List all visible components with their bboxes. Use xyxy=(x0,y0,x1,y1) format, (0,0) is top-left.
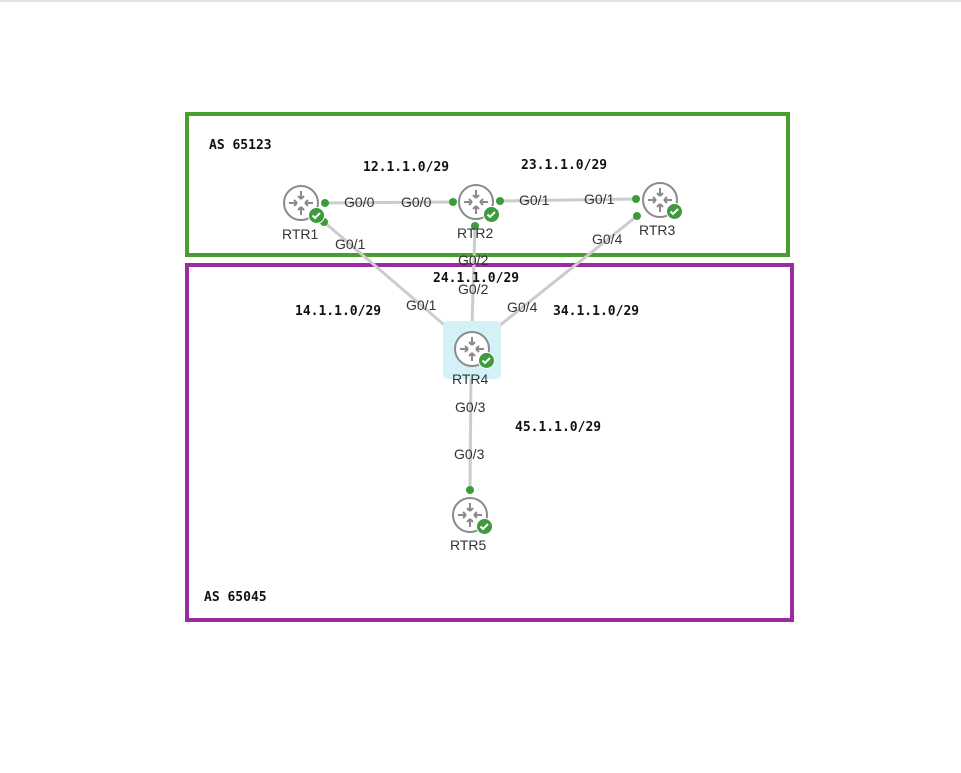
interface-label: G0/1 xyxy=(406,297,437,313)
top-divider xyxy=(0,0,961,2)
rtr2-label: RTR2 xyxy=(457,225,494,241)
interface-label: G0/1 xyxy=(519,192,550,208)
rtr4-label: RTR4 xyxy=(452,371,489,387)
port-dot xyxy=(321,199,329,207)
subnet-label: 34.1.1.0/29 xyxy=(553,304,640,319)
subnet-label: 23.1.1.0/29 xyxy=(521,158,608,173)
interface-label: G0/2 xyxy=(458,252,489,268)
subnet-label: 12.1.1.0/29 xyxy=(363,160,450,175)
link-rtr2-rtr3 xyxy=(499,197,637,203)
interface-label: G0/0 xyxy=(401,194,432,210)
interface-label: G0/4 xyxy=(507,299,538,315)
interface-label: G0/3 xyxy=(455,399,486,415)
rtr5-label: RTR5 xyxy=(450,537,487,553)
rtr5-status-check-icon xyxy=(476,518,493,535)
as-65045-boundary xyxy=(185,263,794,622)
subnet-label: 14.1.1.0/29 xyxy=(295,304,382,319)
rtr1-status-check-icon xyxy=(308,207,325,224)
port-dot xyxy=(471,222,479,230)
rtr3-label: RTR3 xyxy=(639,222,676,238)
port-dot xyxy=(632,195,640,203)
port-dot xyxy=(449,198,457,206)
link-rtr1-rtr2 xyxy=(324,200,454,205)
link-rtr1-rtr4 xyxy=(323,220,450,331)
port-dot xyxy=(633,212,641,220)
port-dot xyxy=(496,197,504,205)
as-65123-boundary xyxy=(185,112,790,257)
rtr1-label: RTR1 xyxy=(282,226,319,242)
link-rtr3-rtr4 xyxy=(493,214,638,332)
rtr3-status-check-icon xyxy=(666,203,683,220)
rtr2-status-check-icon xyxy=(483,206,500,223)
interface-label: G0/3 xyxy=(454,446,485,462)
interface-label: G0/4 xyxy=(592,231,623,247)
link-rtr4-rtr5 xyxy=(468,371,473,491)
interface-label: G0/1 xyxy=(584,191,615,207)
interface-label: G0/2 xyxy=(458,281,489,297)
subnet-label: 24.1.1.0/29 xyxy=(433,271,520,286)
subnet-label: 45.1.1.0/29 xyxy=(515,420,602,435)
interface-label: G0/1 xyxy=(335,236,366,252)
as-65045-label: AS 65045 xyxy=(204,590,267,605)
link-rtr2-rtr4 xyxy=(470,225,477,326)
rtr4-status-check-icon xyxy=(478,352,495,369)
port-dot xyxy=(466,486,474,494)
as-65123-label: AS 65123 xyxy=(209,138,272,153)
interface-label: G0/0 xyxy=(344,194,375,210)
